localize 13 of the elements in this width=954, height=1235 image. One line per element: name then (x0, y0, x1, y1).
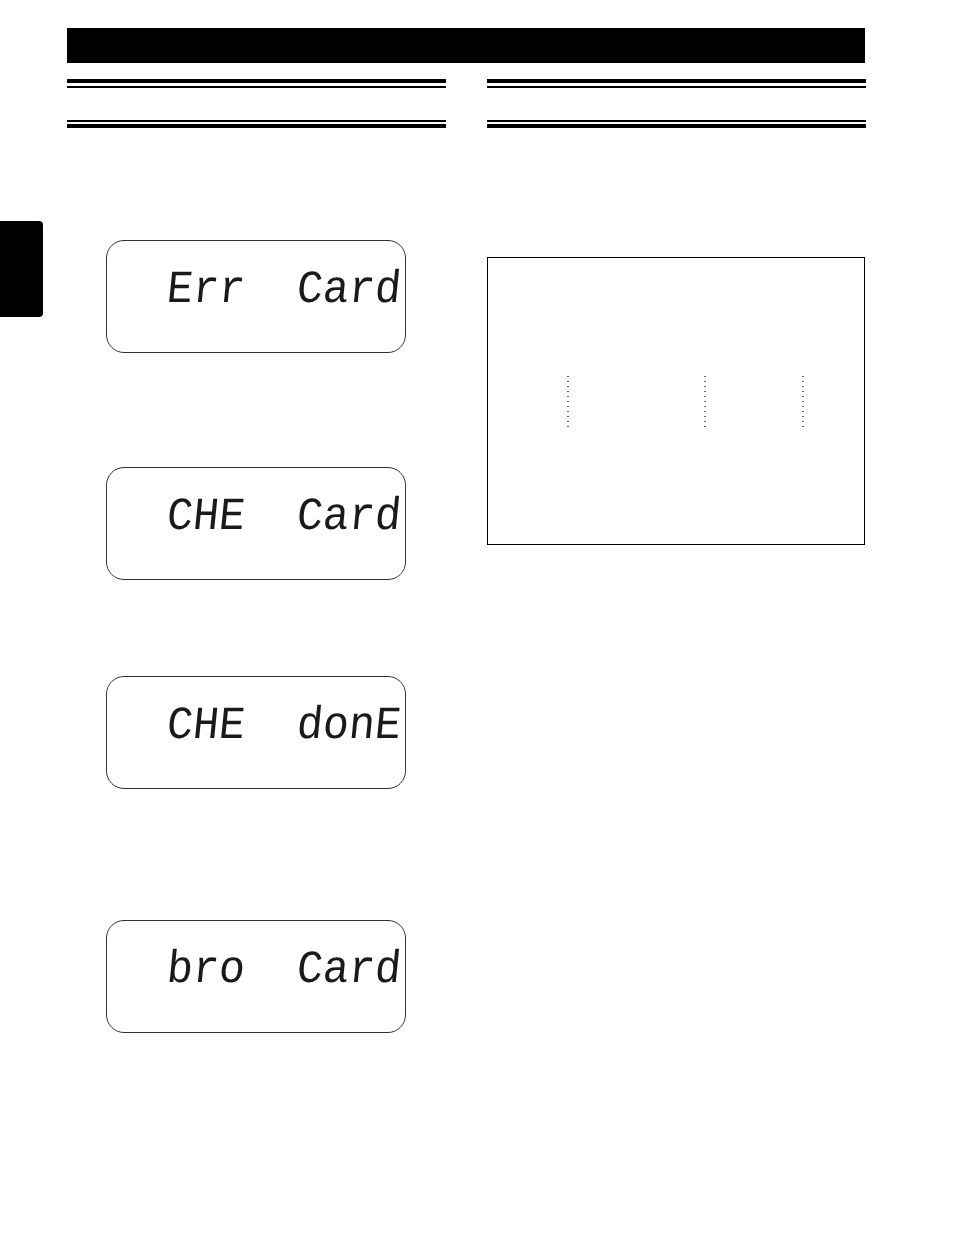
lcd-display (106, 676, 406, 789)
display-readout: donE (294, 703, 404, 749)
display-readout: CHE (164, 703, 248, 749)
display-readout: Card (294, 947, 404, 993)
lcd-display (106, 467, 406, 580)
display-readout: CHE (164, 494, 248, 540)
display-readout: Err (164, 267, 248, 313)
display-readout: bro (164, 947, 248, 993)
lcd-display (106, 240, 406, 353)
display-readout: Card (294, 494, 404, 540)
side-tab (0, 221, 43, 317)
display-readout: Card (294, 267, 404, 313)
lcd-display (106, 920, 406, 1033)
